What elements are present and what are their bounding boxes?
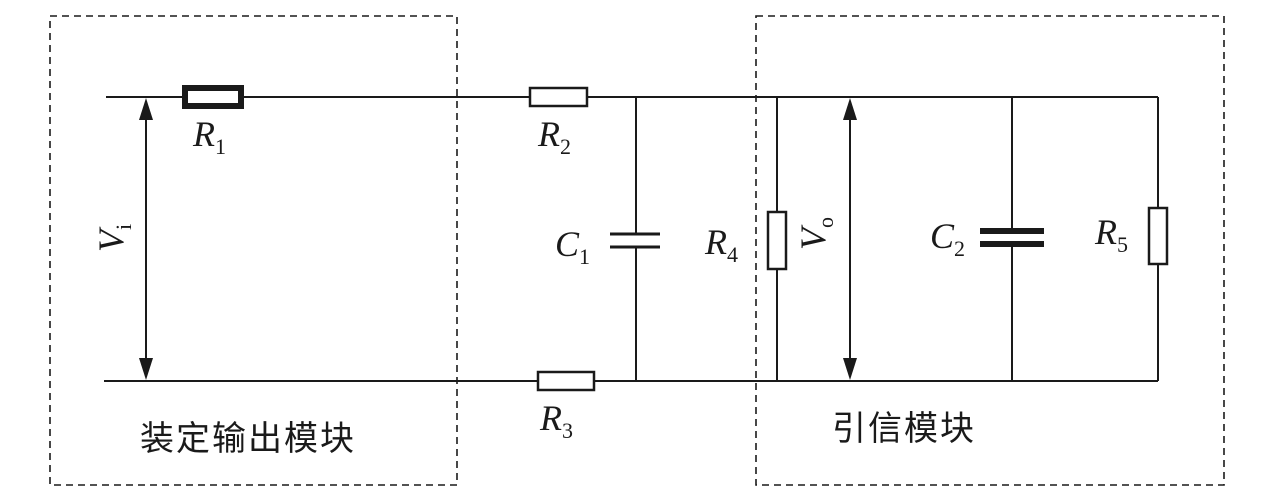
fuze-module-label: 引信模块 <box>832 409 976 449</box>
resistor-r5 <box>1147 97 1169 381</box>
resistor-r3 <box>536 370 596 392</box>
label-r4: R4 <box>704 222 738 267</box>
vi-arrow <box>139 98 153 380</box>
resistor-r1 <box>182 85 244 109</box>
label-r2: R2 <box>537 114 571 159</box>
vo-arrow <box>843 98 857 380</box>
label-r1: R1 <box>192 114 226 159</box>
output-module-label: 装定输出模块 <box>140 419 356 459</box>
resistor-r4 <box>766 97 788 381</box>
label-vo: Vo <box>793 217 838 250</box>
label-r5: R5 <box>1094 212 1128 257</box>
label-vi: Vi <box>91 224 136 252</box>
fuze-module-box <box>755 15 1225 486</box>
output-module-box <box>49 15 458 486</box>
label-c2: C2 <box>930 216 965 261</box>
resistor-r2 <box>528 86 589 108</box>
label-r3: R3 <box>539 398 573 443</box>
capacitor-c1 <box>610 97 660 381</box>
label-c1: C1 <box>555 224 590 269</box>
capacitor-c2 <box>980 97 1044 381</box>
